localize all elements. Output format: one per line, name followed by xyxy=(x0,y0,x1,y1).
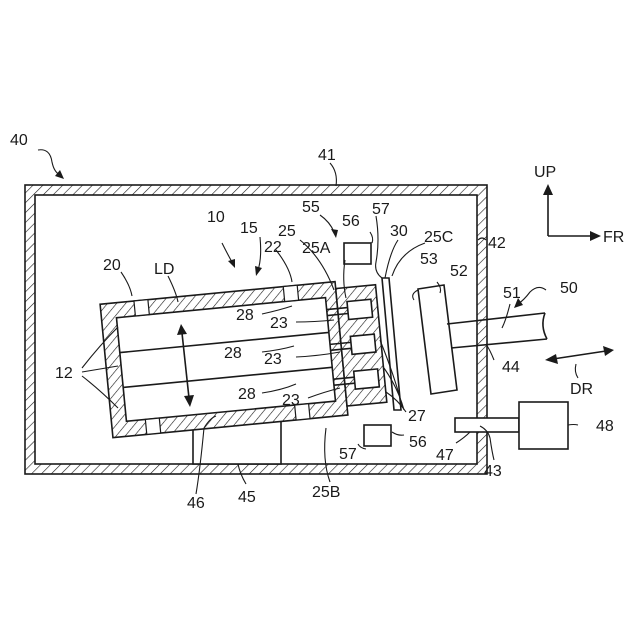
case-notch-top-left xyxy=(134,300,149,316)
label-tabs-1: 28 xyxy=(236,307,254,324)
case-notch-bottom-left xyxy=(145,418,160,434)
label-housing: 40 xyxy=(10,132,28,149)
label-front: FR xyxy=(603,229,624,246)
label-connectors: 27 xyxy=(408,408,426,425)
label-mount: 45 xyxy=(238,489,256,506)
terminal-2 xyxy=(350,334,376,354)
label-tool: 50 xyxy=(560,280,578,297)
drive-direction-arrow xyxy=(545,346,614,364)
label-up: UP xyxy=(534,164,556,181)
label-terminals-1: 23 xyxy=(270,315,288,332)
label-drive: DR xyxy=(570,381,593,398)
label-mount-top: 46 xyxy=(187,495,205,512)
label-case: 20 xyxy=(103,257,121,274)
label-bracket-bottom: 57 xyxy=(339,446,357,463)
terminal-3 xyxy=(354,369,380,389)
label-tool-head: 52 xyxy=(450,263,468,280)
actuator-body xyxy=(519,402,568,449)
label-shaft-opening: 44 xyxy=(502,359,520,376)
label-bus-bar-c: 25C xyxy=(424,229,453,246)
label-bus-bar-a: 25A xyxy=(302,240,331,257)
direction-axes xyxy=(543,184,601,241)
label-tool-tip: 53 xyxy=(420,251,438,268)
label-housing-right: 42 xyxy=(488,235,506,252)
label-bus-bar-b: 25B xyxy=(312,484,340,501)
label-actuator: 48 xyxy=(596,418,614,435)
label-sensor-assembly: 55 xyxy=(302,199,320,216)
label-terminals-3: 23 xyxy=(282,392,300,409)
label-tabs-3: 28 xyxy=(238,386,256,403)
label-terminals-2: 23 xyxy=(264,351,282,368)
label-bus-bar: 25 xyxy=(278,223,296,240)
sensor-box-bottom xyxy=(364,425,391,446)
actuator-rod xyxy=(455,418,519,432)
label-actuator-rod: 47 xyxy=(436,447,454,464)
label-arm: 43 xyxy=(484,463,502,480)
sensor-box-top xyxy=(344,243,371,264)
battery-module xyxy=(100,278,388,438)
label-cells: 12 xyxy=(55,365,73,382)
label-tabs-2: 28 xyxy=(224,345,242,362)
label-case-wall: 22 xyxy=(264,239,282,256)
label-battery-module: 10 xyxy=(207,209,225,226)
case-notch-top-right xyxy=(283,285,298,301)
terminal-1 xyxy=(347,299,373,319)
label-housing-top: 41 xyxy=(318,147,336,164)
label-sensor-bottom: 56 xyxy=(409,434,427,451)
label-tool-shaft: 51 xyxy=(503,285,521,302)
label-bracket-top: 57 xyxy=(372,201,390,218)
label-plate: 30 xyxy=(390,223,408,240)
label-cell-stack: 15 xyxy=(240,220,258,237)
label-stack-direction: LD xyxy=(154,261,174,278)
label-sensor-top: 56 xyxy=(342,213,360,230)
